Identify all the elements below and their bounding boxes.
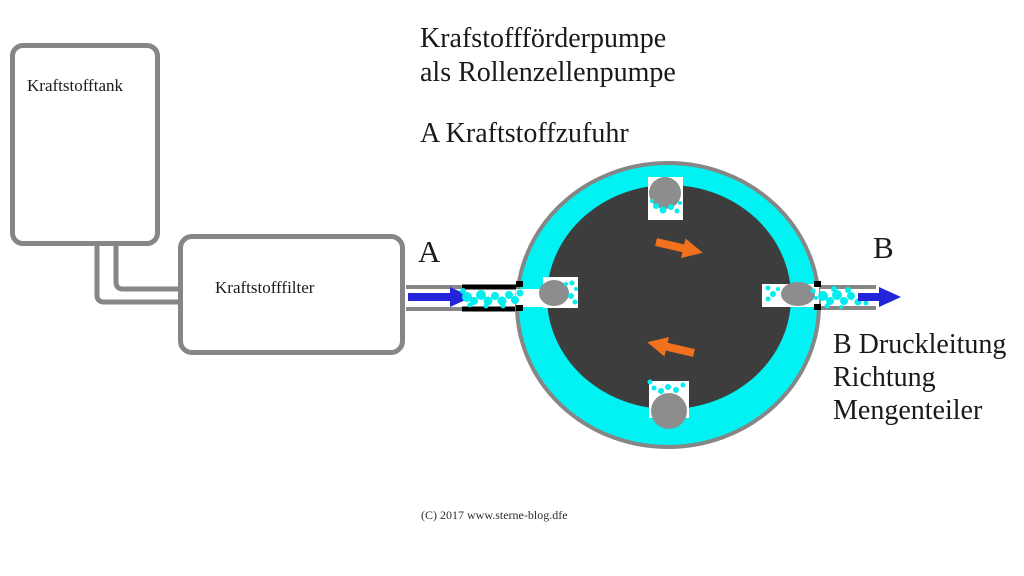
roller (781, 282, 815, 306)
fuel-droplet (651, 385, 657, 391)
fuel-droplet (839, 305, 843, 309)
fuel-stream-outlet (818, 286, 869, 309)
fuel-droplet (668, 204, 674, 210)
roller-left (539, 277, 578, 308)
fuel-droplet (467, 302, 473, 308)
roller (539, 280, 569, 306)
flow-arrow-inlet (408, 287, 472, 307)
fuel-filter-box (178, 234, 405, 355)
pipe-inlet (406, 284, 521, 312)
flow-arrow-outlet (858, 287, 901, 307)
fuel-droplet (674, 208, 680, 214)
fuel-droplet (832, 290, 842, 300)
fuel-droplet (818, 291, 828, 301)
fuel-droplet (824, 303, 830, 309)
pump-rotor (547, 185, 791, 409)
pipe-tank-to-filter (94, 245, 180, 305)
outlet-junction-tick-bottom (814, 304, 821, 310)
fuel-droplet (574, 287, 578, 291)
fuel-droplet (845, 287, 851, 293)
fuel-droplet (497, 296, 507, 306)
outlet-note-line-2: Richtung (833, 362, 936, 393)
port-b-label: B (873, 230, 894, 265)
fuel-droplet (659, 206, 667, 214)
fuel-droplet (460, 288, 466, 294)
inlet-junction-tick-bottom (516, 305, 523, 311)
roller-bottom (647, 379, 689, 429)
fuel-droplet (678, 201, 682, 205)
rotation-arrow-bottom (647, 336, 695, 357)
fuel-droplet (516, 289, 524, 297)
fuel-droplet (650, 199, 654, 203)
fuel-droplet (863, 300, 869, 306)
fuel-droplet (776, 287, 780, 291)
fuel-droplet (770, 291, 776, 297)
fuel-droplet (564, 282, 568, 286)
fuel-droplet (847, 292, 855, 300)
roller (649, 177, 681, 209)
outlet-note: B Druckleitung Richtung Mengenteiler (833, 328, 1006, 427)
roller-right (765, 282, 818, 306)
fuel-droplet (476, 290, 486, 300)
pipe-wall-outer (94, 245, 180, 305)
rotation-arrow-top (655, 238, 703, 259)
fuel-droplet (653, 203, 659, 209)
fuel-tank-box (10, 43, 160, 246)
fuel-droplet (765, 285, 771, 291)
fuel-stream-inlet (460, 288, 524, 309)
fuel-droplet (505, 291, 513, 299)
fuel-tank-label: Kraftstofftank (27, 76, 123, 95)
fuel-droplet (511, 296, 519, 304)
title-line-2: als Rollenzellenpumpe (420, 57, 676, 88)
fuel-droplet (826, 297, 834, 305)
title-line-1: Krafstoffförderpumpe (420, 23, 667, 54)
fuel-filter-label: Kraftstofffilter (215, 278, 315, 297)
inlet-junction-tick-top (516, 281, 523, 287)
fuel-droplet (658, 388, 664, 394)
fuel-droplet (491, 292, 499, 300)
diagram-title: Krafstoffförderpumpe als Rollenzellenpum… (420, 22, 676, 90)
fuel-droplet (572, 299, 578, 305)
fuel-droplet (462, 292, 472, 302)
fuel-droplet (765, 296, 771, 302)
roller (651, 393, 687, 429)
fuel-droplet (470, 297, 478, 305)
fuel-droplet (680, 382, 686, 388)
copyright-text: (C) 2017 www.sterne-blog.dfe (421, 508, 568, 522)
fuel-droplet (814, 296, 818, 300)
fuel-droplet (647, 379, 653, 385)
fuel-droplet (831, 286, 837, 292)
roller-top (648, 177, 683, 220)
outlet-junction-tick-top (814, 281, 821, 287)
outlet-note-line-3: Mengenteiler (833, 395, 983, 426)
fuel-droplet (569, 280, 575, 286)
outlet-note-line-1: B Druckleitung (833, 329, 1007, 360)
pipe-wall-inner (113, 245, 180, 292)
inlet-heading: A Kraftstoffzufuhr (420, 118, 629, 149)
fuel-droplet (483, 303, 489, 309)
fuel-droplet (673, 387, 679, 393)
fuel-droplet (810, 288, 816, 294)
fuel-droplet (500, 303, 506, 309)
fuel-droplet (568, 293, 574, 299)
port-a-label: A (418, 234, 441, 269)
fuel-droplet (483, 296, 493, 306)
fuel-droplet (840, 297, 848, 305)
fuel-droplet (665, 384, 671, 390)
